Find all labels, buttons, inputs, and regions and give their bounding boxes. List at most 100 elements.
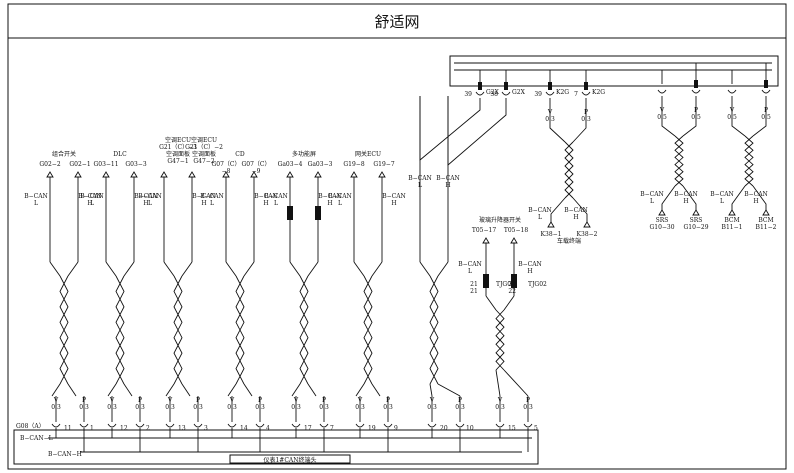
- pin-7-num-r: 5: [534, 425, 538, 432]
- bcm-body-r: [764, 80, 768, 88]
- pin-6-num-l: 20: [440, 425, 448, 432]
- pin-1-num-l: 12: [120, 425, 128, 432]
- module-1-merge-l: [105, 261, 117, 277]
- module-1-name: DLC: [113, 151, 127, 158]
- top-con-0-plug: [475, 91, 485, 96]
- module-0-split-l: [51, 383, 61, 397]
- window-switch-split-l: [495, 369, 501, 397]
- terminal-pin-l: K38−1: [541, 231, 562, 238]
- feed-twist-b: [429, 275, 439, 385]
- bcm-merge-r: [752, 96, 767, 137]
- pin-0-plug-l: [51, 423, 61, 428]
- module-0-arrow-r: [74, 171, 82, 178]
- module-4-pin-r: Ga03−3: [308, 161, 333, 168]
- terminal-pin-r: K38−2: [577, 231, 598, 238]
- module-0-merge-l: [49, 261, 61, 277]
- module-5-arrow-l: [350, 171, 358, 178]
- top-con-1-plug: [501, 91, 511, 96]
- window-switch-name: 玻璃升降器开关: [479, 216, 521, 224]
- module-3-name: CD: [235, 151, 245, 158]
- terminal-arrow-r: [583, 221, 591, 228]
- srs-merge-l: [661, 96, 676, 137]
- module-4-merge-l: [289, 261, 301, 277]
- top-con-1-num: 38: [490, 91, 498, 98]
- top-con-0-body: [478, 82, 482, 90]
- module-1-split-r: [123, 383, 133, 397]
- module-1-arrow-r: [130, 171, 138, 178]
- bottom-bus-box: [13, 429, 539, 465]
- pin-3-num-r: 4: [266, 425, 270, 432]
- pin-7-num-l: 15: [508, 425, 516, 432]
- pin-6-plug-l: [427, 423, 437, 428]
- module-1-arrow-l: [102, 171, 110, 178]
- top-con-3-plug: [581, 91, 591, 96]
- srs-split-r: [682, 185, 697, 210]
- pin-5-num-r: 9: [394, 425, 398, 432]
- srs-split-l: [661, 185, 676, 210]
- feed-split-r: [437, 383, 461, 397]
- top-con-2-tag: K2G: [556, 89, 569, 96]
- window-switch-pin-l: T05−17: [472, 227, 496, 234]
- pin-6-plug-r: [455, 423, 465, 428]
- module-1-merge-r: [123, 261, 135, 277]
- bcm-merge-l: [731, 96, 746, 137]
- module-4-split-l: [291, 383, 301, 397]
- pin-3-plug-r: [255, 423, 265, 428]
- module-0-twist-b: [59, 275, 69, 385]
- module-2-twist-b: [173, 275, 183, 385]
- module-2-merge-l: [163, 261, 175, 277]
- top-con-3-body: [584, 82, 588, 90]
- top-con-2-body: [548, 82, 552, 90]
- terminal-twist-b: [564, 141, 574, 199]
- module-4-twist-b: [299, 275, 309, 385]
- window-switch-merge-r: [503, 295, 515, 311]
- module-1-split-l: [107, 383, 117, 397]
- module-2-arrow-r: [188, 171, 196, 178]
- top-con-2-num: 39: [534, 91, 542, 98]
- top-bus-box: [449, 55, 779, 87]
- bus-low-label: B−CAN−L: [20, 435, 53, 442]
- terminal-arrow-l: [547, 221, 555, 228]
- feed-to-top-l: [419, 96, 481, 161]
- module-0-merge-r: [67, 261, 79, 277]
- pin-1-plug-l: [107, 423, 117, 428]
- module-1-pin-l: G03−11: [93, 161, 118, 168]
- module-4-arrow-l: [286, 171, 294, 178]
- module-5-pin-l: G19−8: [343, 161, 364, 168]
- module-4-pin-l: Ga03−4: [278, 161, 303, 168]
- module-5-name: 网关ECU: [355, 150, 381, 158]
- window-switch-arrow-r: [510, 237, 518, 244]
- bcm-arrow-l: [728, 209, 736, 216]
- module-4-name: 多功能屏: [292, 150, 316, 158]
- window-switch-plug-l: [483, 274, 489, 288]
- pin-4-num-l: 17: [304, 425, 312, 432]
- terminal-merge-l: [549, 98, 566, 143]
- module-0-pin-l: G02−2: [39, 161, 60, 168]
- window-switch-plug-r: [511, 274, 517, 288]
- module-5-merge-r: [371, 261, 383, 277]
- module-2-merge-r: [181, 261, 193, 277]
- bus-high-label: B−CAN−H: [48, 451, 82, 458]
- pin-7-plug-r: [523, 423, 533, 428]
- top-con-1-body: [504, 82, 508, 90]
- pin-2-num-l: 13: [178, 425, 186, 432]
- module-5-split-l: [355, 383, 365, 397]
- window-switch-twist-b: [495, 309, 505, 371]
